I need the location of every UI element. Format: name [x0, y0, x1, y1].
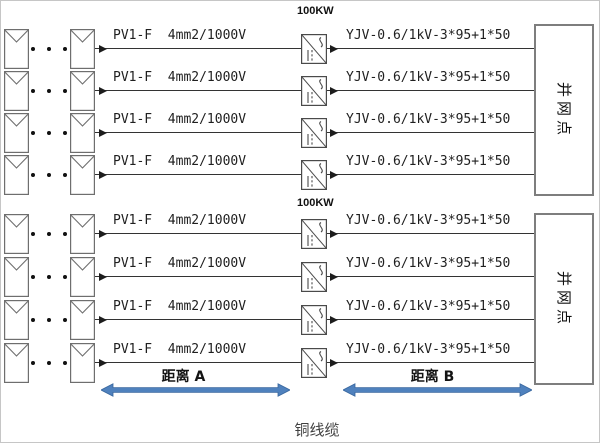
pv-module-icon — [4, 155, 29, 195]
dc-cable-line — [95, 174, 301, 176]
series-ellipsis-dots — [31, 173, 67, 177]
dc-cable-line — [95, 233, 301, 235]
ac-cable-label: YJV-0.6/1kV-3*95+1*50 — [346, 112, 511, 127]
ac-cable-label: YJV-0.6/1kV-3*95+1*50 — [346, 28, 511, 43]
ac-cable-label: YJV-0.6/1kV-3*95+1*50 — [346, 70, 511, 85]
ac-cable-line — [327, 276, 534, 278]
pv-module-icon — [70, 29, 95, 69]
ac-cable-line — [327, 174, 534, 176]
pv-module-icon — [4, 214, 29, 254]
inverter-power-label: 100KW — [297, 5, 334, 17]
dc-cable-label: PV1-F 4mm2/1000V — [113, 256, 247, 271]
dc-cable-label: PV1-F 4mm2/1000V — [113, 213, 247, 228]
inverter-icon — [301, 76, 327, 106]
arrowhead-icon — [99, 171, 107, 179]
series-ellipsis-dots — [31, 361, 67, 365]
pv-module-icon — [4, 257, 29, 297]
dc-cable-label: PV1-F 4mm2/1000V — [113, 112, 247, 127]
dc-cable-line — [95, 319, 301, 321]
dc-cable-label: PV1-F 4mm2/1000V — [113, 299, 247, 314]
ac-cable-label: YJV-0.6/1kV-3*95+1*50 — [346, 342, 511, 357]
arrowhead-icon — [330, 129, 338, 137]
arrowhead-icon — [330, 316, 338, 324]
inverter-icon — [301, 262, 327, 292]
pv-module-icon — [70, 214, 95, 254]
series-ellipsis-dots — [31, 232, 67, 236]
pv-module-icon — [4, 71, 29, 111]
arrowhead-icon — [99, 273, 107, 281]
ac-cable-line — [327, 48, 534, 50]
pv-module-icon — [4, 113, 29, 153]
pv-module-icon — [70, 113, 95, 153]
ac-cable-label: YJV-0.6/1kV-3*95+1*50 — [346, 299, 511, 314]
inverter-icon — [301, 348, 327, 378]
pv-module-icon — [70, 71, 95, 111]
ac-cable-line — [327, 90, 534, 92]
double-headed-arrow-icon — [343, 383, 532, 397]
dc-cable-line — [95, 90, 301, 92]
pv-module-icon — [4, 343, 29, 383]
arrowhead-icon — [330, 45, 338, 53]
arrowhead-icon — [330, 87, 338, 95]
grid-connection-point-label: 并网点 — [554, 270, 573, 328]
arrowhead-icon — [330, 171, 338, 179]
grid-connection-point-label: 并网点 — [554, 81, 573, 139]
series-ellipsis-dots — [31, 318, 67, 322]
inverter-power-label: 100KW — [297, 197, 334, 209]
inverter-icon — [301, 219, 327, 249]
series-ellipsis-dots — [31, 89, 67, 93]
arrowhead-icon — [99, 230, 107, 238]
dc-cable-label: PV1-F 4mm2/1000V — [113, 154, 247, 169]
dc-cable-line — [95, 132, 301, 134]
arrowhead-icon — [330, 230, 338, 238]
ac-cable-label: YJV-0.6/1kV-3*95+1*50 — [346, 256, 511, 271]
ac-cable-line — [327, 132, 534, 134]
ac-cable-label: YJV-0.6/1kV-3*95+1*50 — [346, 154, 511, 169]
dc-cable-label: PV1-F 4mm2/1000V — [113, 70, 247, 85]
inverter-icon — [301, 118, 327, 148]
arrowhead-icon — [99, 45, 107, 53]
inverter-icon — [301, 34, 327, 64]
arrowhead-icon — [330, 359, 338, 367]
arrowhead-icon — [99, 129, 107, 137]
diagram-caption: 铜线缆 — [294, 421, 340, 439]
arrowhead-icon — [330, 273, 338, 281]
inverter-icon — [301, 160, 327, 190]
pv-module-icon — [70, 257, 95, 297]
dc-cable-label: PV1-F 4mm2/1000V — [113, 342, 247, 357]
double-headed-arrow-icon — [101, 383, 290, 397]
pv-module-icon — [70, 155, 95, 195]
dc-cable-label: PV1-F 4mm2/1000V — [113, 28, 247, 43]
dc-cable-line — [95, 48, 301, 50]
distance-b-label: 距离 B — [410, 369, 455, 385]
dc-cable-line — [95, 276, 301, 278]
ac-cable-label: YJV-0.6/1kV-3*95+1*50 — [346, 213, 511, 228]
series-ellipsis-dots — [31, 131, 67, 135]
pv-module-icon — [70, 343, 95, 383]
arrowhead-icon — [99, 87, 107, 95]
arrowhead-icon — [99, 316, 107, 324]
pv-module-icon — [4, 300, 29, 340]
dc-cable-line — [95, 362, 301, 364]
series-ellipsis-dots — [31, 275, 67, 279]
distance-a-label: 距离 A — [161, 369, 206, 385]
grid-connection-point-box: 并网点 — [534, 24, 594, 196]
arrowhead-icon — [99, 359, 107, 367]
ac-cable-line — [327, 233, 534, 235]
ac-cable-line — [327, 362, 534, 364]
ac-cable-line — [327, 319, 534, 321]
inverter-icon — [301, 305, 327, 335]
pv-module-icon — [70, 300, 95, 340]
series-ellipsis-dots — [31, 47, 67, 51]
pv-module-icon — [4, 29, 29, 69]
grid-connection-point-box: 并网点 — [534, 213, 594, 385]
